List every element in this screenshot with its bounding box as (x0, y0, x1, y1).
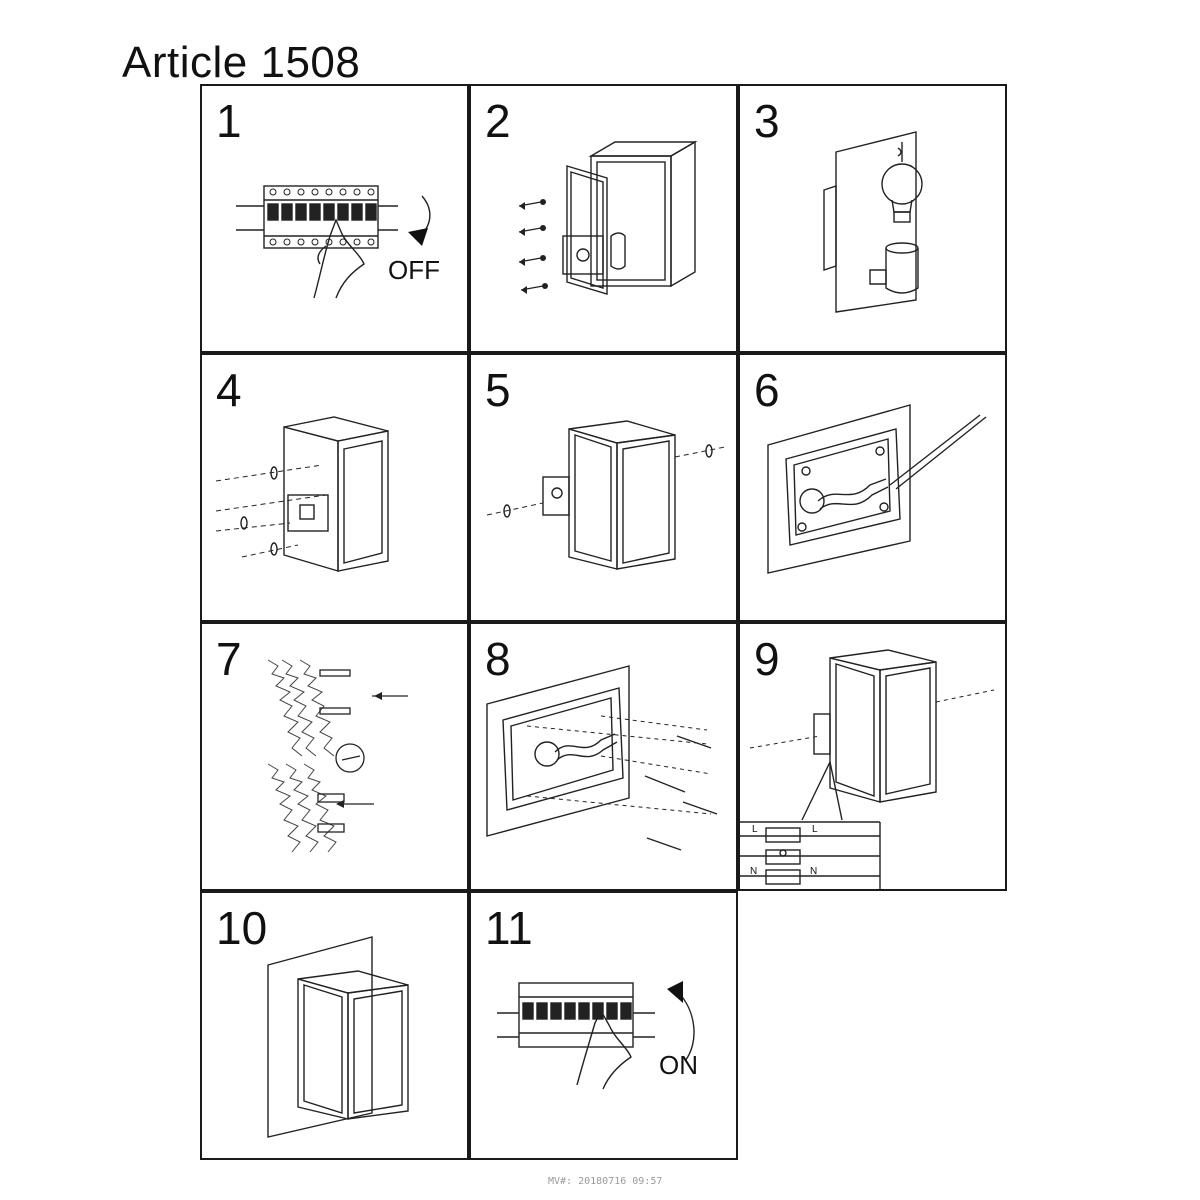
instruction-grid: 1 (200, 84, 1008, 1162)
wiring-label-n-right: N (810, 866, 818, 877)
step-11-on-label: ON (659, 1050, 698, 1080)
step-5-number: 5 (485, 364, 511, 416)
breaker-off-illustration (236, 185, 431, 299)
wiring-label-l-right: L (812, 824, 818, 835)
breaker-on-illustration (497, 981, 695, 1090)
mounted-lamp-illustration (267, 936, 409, 1138)
step-2-panel: 2 (469, 84, 738, 353)
step-5-panel: 5 (469, 353, 738, 622)
screw-plate-illustration (486, 665, 718, 851)
step-3-number: 3 (754, 95, 780, 147)
step-1-panel: 1 (200, 84, 469, 353)
step-10-number: 10 (216, 902, 268, 954)
step-8-number: 8 (485, 633, 511, 685)
remove-bracket-illustration (486, 420, 726, 570)
step-8-panel: 8 (469, 622, 738, 891)
step-6-number: 6 (754, 364, 780, 416)
step-10-panel: 10 (200, 891, 469, 1160)
footer-version: MV#: 20180716 09:57 (548, 1176, 663, 1187)
step-9-panel: 9 (738, 622, 1007, 891)
document-title: Article 1508 (122, 38, 361, 87)
mounting-screws-illustration (215, 416, 389, 572)
insert-bulb-illustration (823, 131, 923, 313)
drill-wall-illustration (267, 659, 408, 853)
step-7-number: 7 (216, 633, 242, 685)
step-9-number: 9 (754, 633, 780, 685)
step-3-panel: 3 (738, 84, 1007, 353)
step-4-panel: 4 (200, 353, 469, 622)
step-6-panel: 6 (738, 353, 1007, 622)
open-housing-illustration (518, 140, 698, 295)
step-11-panel: 11 ON (469, 891, 738, 1160)
wiring-label-n-left: N (750, 866, 758, 877)
step-1-number: 1 (216, 95, 242, 147)
step-1-off-label: OFF (388, 255, 440, 285)
step-7-panel: 7 (200, 622, 469, 891)
wiring-connection-illustration (740, 649, 995, 889)
wiring-label-l-left: L (752, 824, 758, 835)
step-2-number: 2 (485, 95, 511, 147)
wall-plate-cable-illustration (767, 404, 987, 574)
step-11-number: 11 (485, 902, 533, 954)
step-4-number: 4 (216, 364, 242, 416)
